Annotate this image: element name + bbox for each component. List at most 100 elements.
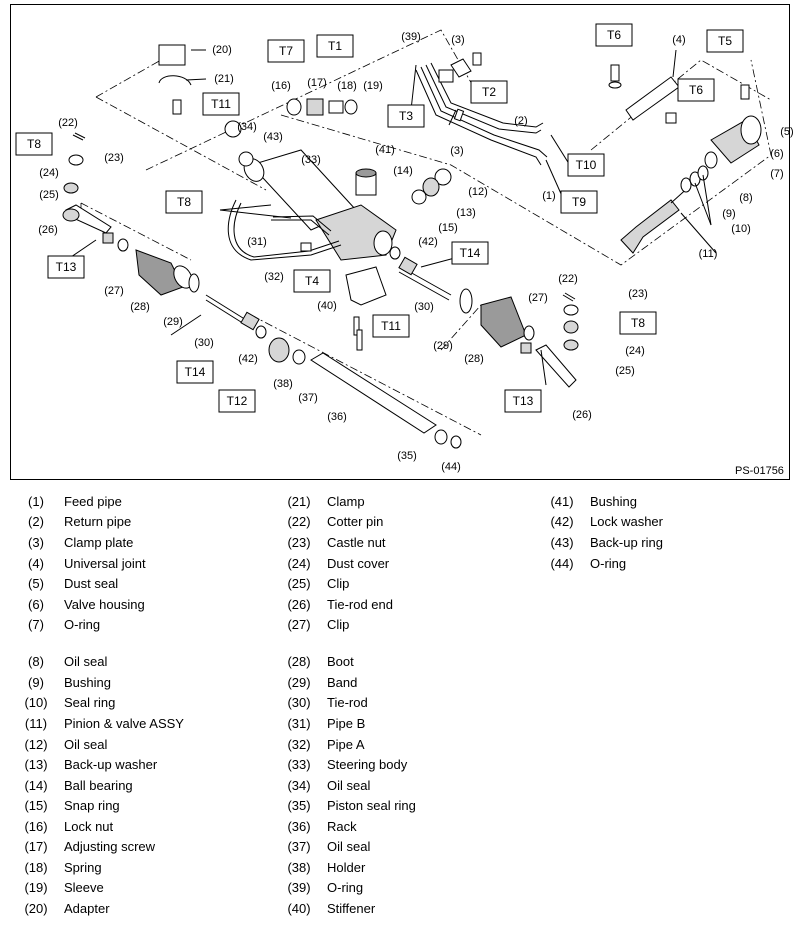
legend-item-name: Castle nut — [327, 535, 386, 550]
torque-tag: T11 — [372, 314, 410, 338]
callout-number: (8) — [739, 192, 752, 204]
torque-tag: T12 — [218, 389, 256, 413]
callout-number: (4) — [672, 34, 685, 46]
left-tie-rod-end-part — [62, 132, 112, 234]
legend-item-number: (3) — [28, 535, 44, 550]
legend-item-number: (39) — [287, 880, 311, 895]
legend-item-number: (42) — [550, 514, 574, 529]
legend-item-name: Band — [327, 675, 358, 690]
svg-text:T12: T12 — [227, 394, 248, 408]
legend-item-number: (20) — [24, 901, 48, 916]
callout-number: (25) — [615, 365, 635, 377]
valve-housing-part — [710, 84, 762, 164]
callout-number: (11) — [699, 248, 718, 260]
legend-item-name: Tie-rod — [327, 695, 368, 710]
callout-labels: (1)(2)(3)(3)(4)(5)(6)(7)(8)(9)(10)(11)(1… — [38, 31, 794, 473]
legend-item-name: Spring — [64, 860, 102, 875]
callout-number: (36) — [327, 411, 347, 423]
svg-text:T3: T3 — [399, 109, 413, 123]
legend-item-name: Dust cover — [327, 556, 390, 571]
callout-number: (19) — [363, 80, 383, 92]
legend-item-number: (36) — [287, 819, 311, 834]
legend-item-number: (40) — [287, 901, 311, 916]
exploded-view-diagram: (1)(2)(3)(3)(4)(5)(6)(7)(8)(9)(10)(11)(1… — [10, 4, 794, 480]
callout-number: (37) — [298, 392, 318, 404]
svg-text:T7: T7 — [279, 44, 293, 58]
right-boot-part — [459, 288, 535, 354]
callout-number: (10) — [731, 223, 751, 235]
stiffener-part — [345, 266, 387, 351]
svg-text:T6: T6 — [607, 28, 621, 42]
torque-tag: T8 — [165, 190, 203, 214]
legend-item-name: O-ring — [327, 880, 364, 895]
callout-number: (15) — [438, 222, 458, 234]
legend-item-number: (24) — [287, 556, 311, 571]
legend-item-number: (31) — [287, 716, 311, 731]
legend-item-number: (18) — [24, 860, 48, 875]
callout-number: (26) — [572, 409, 592, 421]
legend-item-number: (6) — [28, 597, 44, 612]
callout-number: (24) — [625, 345, 645, 357]
legend-item-number: (29) — [287, 675, 311, 690]
legend-item-number: (28) — [287, 654, 311, 669]
diagram-drawing: (1)(2)(3)(3)(4)(5)(6)(7)(8)(9)(10)(11)(1… — [15, 23, 794, 477]
legend-item-number: (8) — [28, 654, 44, 669]
svg-text:T5: T5 — [718, 34, 732, 48]
callout-number: (3) — [450, 145, 463, 157]
torque-tag: T14 — [176, 360, 214, 384]
legend-item-number: (16) — [24, 819, 48, 834]
callout-number: (14) — [393, 165, 413, 177]
legend-item-number: (43) — [550, 535, 574, 550]
legend-item-number: (14) — [24, 778, 48, 793]
legend-item-name: Oil seal — [327, 839, 371, 854]
legend-item-name: Tie-rod end — [327, 597, 393, 612]
callout-number: (24) — [39, 167, 59, 179]
legend-item-name: Ball bearing — [64, 778, 133, 793]
legend-item-name: Oil seal — [64, 737, 108, 752]
legend-item-name: Pipe B — [327, 716, 366, 731]
torque-tag: T14 — [451, 241, 489, 265]
pinion-valve-assy-part — [620, 151, 718, 254]
left-boot-part — [102, 232, 200, 296]
callout-number: (12) — [468, 186, 488, 198]
legend-item-name: Holder — [327, 860, 366, 875]
legend-item-number: (2) — [28, 514, 44, 529]
adapter-clamp-part — [158, 44, 192, 115]
callout-number: (43) — [263, 131, 283, 143]
legend-item-number: (33) — [287, 757, 311, 772]
legend-item-number: (9) — [28, 675, 44, 690]
svg-text:T10: T10 — [576, 158, 597, 172]
callout-number: (17) — [307, 77, 327, 89]
callout-number: (26) — [38, 224, 58, 236]
legend-item-name: O-ring — [64, 617, 101, 632]
torque-tag: T8 — [15, 132, 53, 156]
torque-tag: T8 — [619, 311, 657, 335]
callout-number: (1) — [542, 190, 555, 202]
torque-tag: T13 — [47, 255, 85, 279]
callout-number: (25) — [39, 189, 59, 201]
callout-number: (7) — [770, 168, 783, 180]
legend-item-number: (15) — [24, 798, 48, 813]
legend-item-number: (41) — [550, 494, 574, 509]
callout-number: (42) — [418, 236, 438, 248]
legend-item-number: (34) — [287, 778, 311, 793]
legend-item-number: (1) — [28, 494, 44, 509]
rack-part — [310, 352, 462, 449]
callout-number: (22) — [58, 117, 78, 129]
legend-item-number: (7) — [28, 617, 44, 632]
callout-number: (20) — [212, 44, 232, 56]
clamp-plate-part — [450, 52, 482, 78]
legend-item-name: Back-up washer — [64, 757, 158, 772]
callout-number: (22) — [558, 273, 578, 285]
legend-item-number: (23) — [287, 535, 311, 550]
legend-item-number: (10) — [24, 695, 48, 710]
legend-item-number: (32) — [287, 737, 311, 752]
callout-number: (35) — [397, 450, 417, 462]
callout-number: (29) — [433, 340, 453, 352]
legend-item-number: (17) — [24, 839, 48, 854]
callout-number: (18) — [337, 80, 357, 92]
torque-tag: T1 — [316, 34, 354, 58]
legend-item-name: Bushing — [590, 494, 637, 509]
legend-item-number: (11) — [24, 716, 48, 731]
svg-text:T14: T14 — [185, 365, 206, 379]
